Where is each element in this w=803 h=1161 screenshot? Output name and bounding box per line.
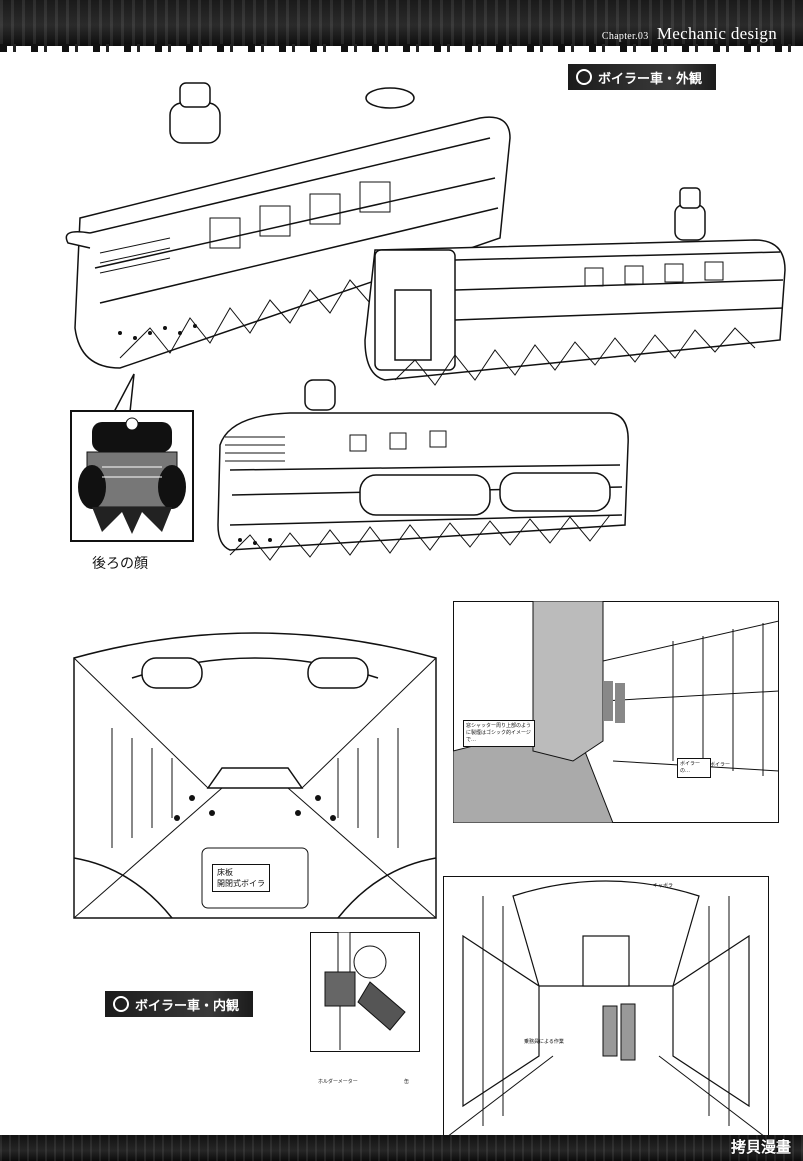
section-badge-icon: [576, 69, 592, 85]
top-banner: [0, 0, 803, 52]
site-watermark: 拷貝漫畫: [730, 1138, 791, 1156]
bottom-banner: [0, 1135, 803, 1161]
interior-view-perspective: [453, 601, 779, 823]
inset-pointer: [112, 372, 142, 414]
interior-view-main: [72, 618, 438, 922]
chapter-header: Chapter.03 Mechanic design: [602, 24, 777, 44]
section-label-exterior-text: ボイラー車・外観: [598, 71, 703, 87]
note-window-shutter: 窓シャッター周り上部のように製煙はゴシック的イメージで…: [463, 720, 535, 747]
floor-plate-note: 床板 開閉式ボイラ: [212, 864, 270, 892]
label-boiler: ボイラー: [710, 762, 731, 768]
valve-detail: [310, 932, 420, 1052]
boiler-car-side-view: [210, 375, 630, 585]
chapter-number: Chapter.03: [601, 31, 649, 42]
note-boiler: ボイラーの…: [677, 758, 711, 778]
section-label-interior: ボイラー車・内観: [105, 991, 254, 1017]
interior-view-corridor: [443, 876, 769, 1140]
section-label-interior-text: ボイラー車・内観: [135, 998, 240, 1014]
label-cupola: キャボラ: [653, 883, 674, 889]
boiler-car-rear-view: [355, 180, 795, 400]
label-holder-meter: ホルダーメーター: [318, 1079, 358, 1085]
section-badge-icon: [113, 996, 129, 1012]
label-crew-work: 乗務員による作業: [524, 1039, 564, 1045]
section-label-exterior: ボイラー車・外観: [568, 64, 717, 90]
floor-plate-line-1: 床板: [217, 868, 233, 877]
chapter-title: Mechanic design: [656, 24, 777, 43]
boiler-car-front-view: [60, 68, 520, 378]
rear-face-inset: [70, 410, 194, 542]
inset-caption: 後ろの顔: [92, 556, 148, 572]
label-can: 缶: [404, 1079, 410, 1085]
floor-plate-line-2: 開閉式ボイラ: [217, 879, 265, 888]
